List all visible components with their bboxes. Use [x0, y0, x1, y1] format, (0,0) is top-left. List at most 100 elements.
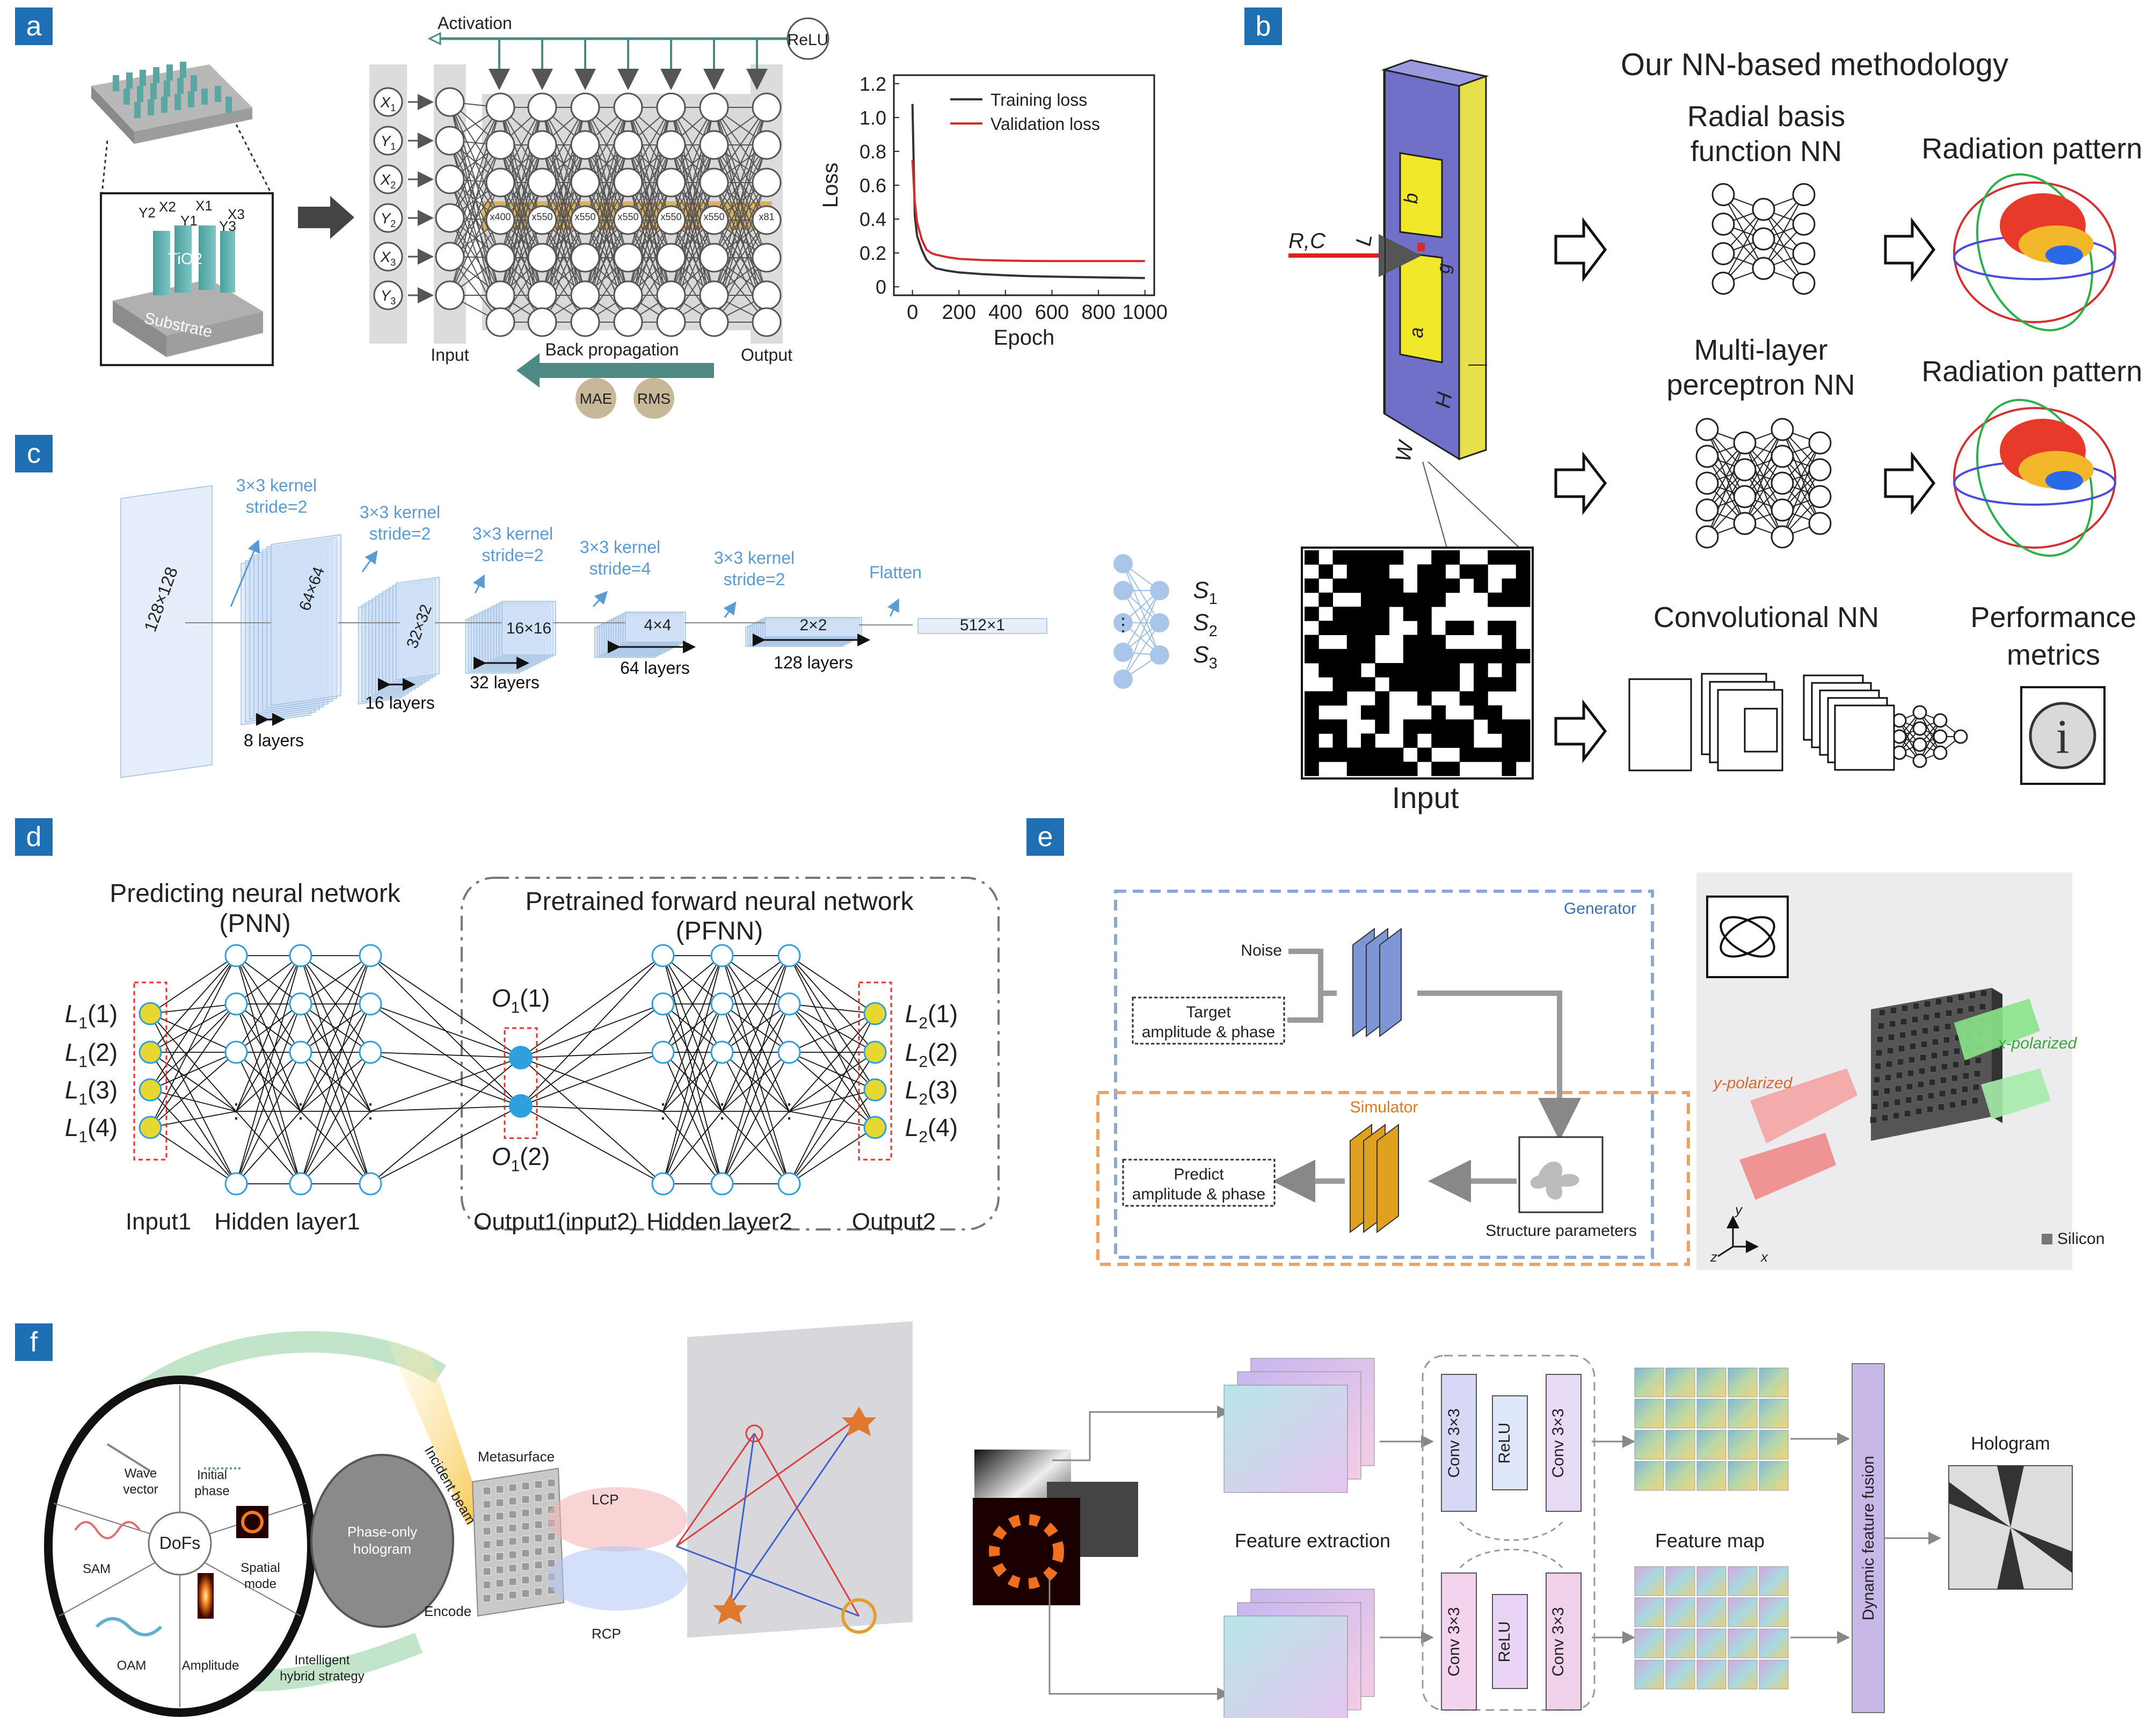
badge-b [1244, 8, 1282, 45]
silicon-label: Silicon [2057, 1230, 2104, 1248]
panel-a: a [15, 8, 1168, 419]
layer-label-d: Output2 [852, 1209, 936, 1235]
feature-map-cell [1634, 1399, 1664, 1429]
nn-node [359, 944, 382, 967]
legend-label: Training loss [990, 90, 1087, 110]
input-label-d: L1(1) [65, 1000, 118, 1032]
nn-node [485, 280, 515, 310]
initial-phase-2: phase [194, 1484, 229, 1498]
svg-text:⋮: ⋮ [712, 1100, 732, 1123]
structure-shape [1530, 1161, 1579, 1200]
nn-node [527, 307, 557, 337]
nn-node [777, 1040, 801, 1064]
nn-icons-b [1695, 183, 1968, 768]
nn-node [1695, 498, 1719, 522]
feature-map-cell [1634, 1659, 1664, 1690]
kernel-label: stride=2 [724, 570, 785, 589]
nn-node [1808, 431, 1832, 455]
nn-node [1933, 729, 1948, 744]
svg-text:⋮: ⋮ [653, 1100, 673, 1123]
nn-node [752, 130, 782, 160]
metasurface-3d-illustration [91, 62, 272, 194]
input-node-label: Y1 [381, 133, 396, 152]
layer-label-d: Hidden layer2 [646, 1209, 792, 1235]
output-label-d: L2(2) [905, 1038, 958, 1071]
kernel-label: 3×3 kernel [236, 476, 317, 495]
nn-node [435, 126, 465, 156]
label-w: W [1392, 438, 1418, 464]
nn-node [651, 992, 675, 1016]
nn-node [359, 992, 382, 1016]
feature-map-cell [1759, 1461, 1789, 1491]
cnn-stack-b [1628, 673, 1895, 771]
nn-node [570, 130, 600, 160]
nn-node [224, 992, 248, 1016]
nn-node [1733, 431, 1757, 455]
series-line-2 [911, 159, 1145, 263]
nn-node [224, 944, 248, 967]
highlight-box [504, 1027, 538, 1139]
fc-node [1113, 581, 1133, 600]
feature-map-cell [1634, 1367, 1664, 1397]
layer-count-label: 16 layers [365, 693, 435, 712]
incident-beam-shape [387, 1340, 483, 1525]
badge-a-label: a [26, 11, 42, 42]
y-tick-label: 1.2 [860, 73, 886, 95]
input-node [373, 242, 403, 272]
nn-node [485, 92, 515, 122]
nn-node [289, 1172, 312, 1196]
feature-map-cell [1665, 1399, 1695, 1429]
nn-node [1792, 183, 1816, 206]
svg-text:⋮: ⋮ [1114, 615, 1132, 635]
layer-size-label: x550 [531, 212, 552, 222]
conv-label-2: Conv 3×3 [1549, 1408, 1567, 1477]
nn-node [1892, 713, 1907, 728]
predict-line1: Predict [1174, 1166, 1224, 1183]
feature-map-cell [1696, 1597, 1727, 1627]
relu-label-1: ReLU [1496, 1423, 1513, 1464]
feature-map-label: Feature map [1655, 1530, 1765, 1552]
label-y1: Y1 [180, 213, 198, 229]
hologram-disc [310, 1454, 454, 1628]
simulator-layers [1350, 1124, 1399, 1233]
block-size-label: 16×16 [506, 620, 551, 637]
activation-label: Activation [438, 13, 512, 33]
nn-node [710, 992, 734, 1016]
nn-node [752, 243, 782, 273]
binary-input-pattern [1301, 547, 1534, 780]
nn-node [289, 1040, 312, 1064]
fc-node [1113, 554, 1133, 573]
pfnn-title-1: Pretrained forward neural network [525, 887, 914, 916]
badge-c [15, 435, 53, 472]
nn-node [777, 944, 801, 967]
nn-node [1711, 183, 1735, 206]
cnn-label: Convolutional NN [1654, 601, 1879, 634]
hologram-label: Hologram [1971, 1433, 2050, 1454]
y-axis-label: Loss [819, 163, 842, 208]
predict-line2: amplitude & phase [1132, 1185, 1266, 1203]
input-node [373, 126, 403, 156]
output-label-s1: S1 [1193, 577, 1217, 608]
lcp-label: LCP [592, 1491, 619, 1508]
panel-e: e Generator Simulator Noise Target ampli… [1026, 818, 2104, 1270]
nn-node [1933, 713, 1948, 728]
feature-map-cell [1728, 1566, 1758, 1596]
fusion-label: Dynamic feature fusion [1860, 1456, 1877, 1621]
nn-node [752, 280, 782, 310]
nn-node [1752, 227, 1775, 251]
layer-count-label: 8 layers [244, 731, 304, 750]
feature-map-cell [1665, 1659, 1695, 1690]
nn-node [699, 307, 729, 337]
nn-node [435, 280, 465, 310]
x-tick-label: 800 [1081, 301, 1115, 324]
metrics-line2: metrics [2007, 639, 2100, 671]
label-x3: X3 [228, 206, 245, 222]
feature-map-cell [1665, 1461, 1695, 1491]
nn-node [1695, 471, 1719, 495]
radiation-sphere-1 [1953, 173, 2116, 332]
output-label-s3: S3 [1193, 642, 1217, 672]
y-tick-label: 0.6 [860, 174, 886, 196]
nn-node [1912, 753, 1927, 768]
feature-map-cell [1696, 1399, 1727, 1429]
nn-node [485, 168, 515, 198]
